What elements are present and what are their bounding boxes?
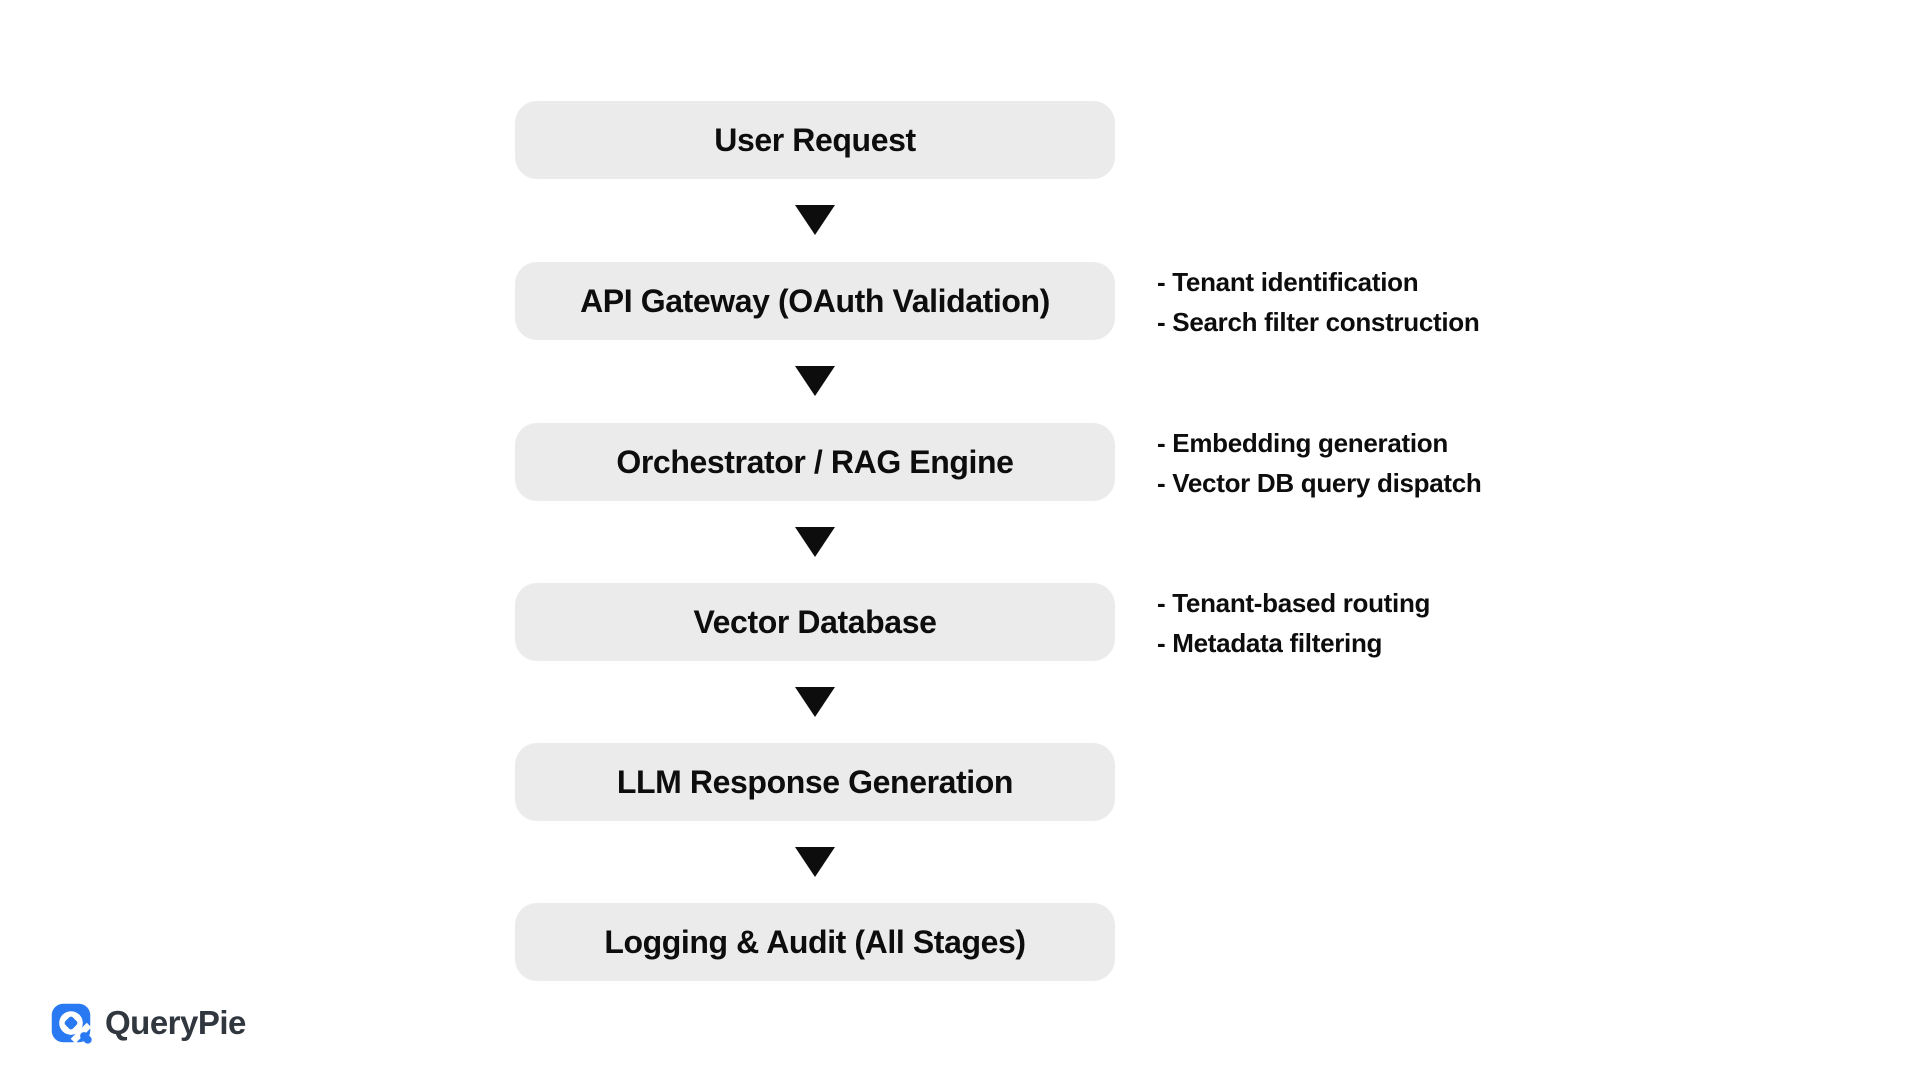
note-tenant-identification: - Tenant identification	[1157, 267, 1419, 297]
down-arrow-icon	[795, 847, 835, 877]
stage-box-user-request: User Request	[515, 101, 1115, 179]
querypie-logo: QueryPie	[50, 1002, 246, 1044]
note-search-filter-construction: - Search filter construction	[1157, 307, 1480, 337]
stage-notes-api-gateway: - Tenant identification - Search filter …	[1157, 262, 1480, 342]
stage-label-orchestrator-rag-engine: Orchestrator / RAG Engine	[616, 443, 1014, 480]
stage-box-logging-audit: Logging & Audit (All Stages)	[515, 903, 1115, 981]
stage-label-llm-response-generation: LLM Response Generation	[616, 763, 1014, 800]
stage-label-api-gateway: API Gateway (OAuth Validation)	[580, 282, 1050, 319]
stage-notes-vector-database: - Tenant-based routing - Metadata filter…	[1157, 583, 1430, 663]
down-arrow-icon	[795, 366, 835, 396]
down-arrow-icon	[795, 527, 835, 557]
note-metadata-filtering: - Metadata filtering	[1157, 628, 1383, 658]
stage-box-vector-database: Vector Database	[515, 583, 1115, 661]
querypie-q-icon	[51, 1003, 92, 1044]
note-embedding-generation: - Embedding generation	[1157, 428, 1448, 458]
down-arrow-icon	[795, 687, 835, 717]
note-tenant-based-routing: - Tenant-based routing	[1157, 588, 1431, 618]
stage-box-llm-response-generation: LLM Response Generation	[515, 743, 1115, 821]
stage-label-user-request: User Request	[714, 121, 916, 158]
note-vector-db-query-dispatch: - Vector DB query dispatch	[1157, 468, 1482, 498]
querypie-logo-text: QueryPie	[105, 1004, 246, 1041]
stage-label-logging-audit: Logging & Audit (All Stages)	[604, 923, 1026, 960]
stage-box-api-gateway: API Gateway (OAuth Validation)	[515, 262, 1115, 340]
down-arrow-icon	[795, 205, 835, 235]
stage-label-vector-database: Vector Database	[693, 603, 937, 640]
stage-notes-orchestrator: - Embedding generation - Vector DB query…	[1157, 423, 1482, 503]
stage-box-orchestrator-rag-engine: Orchestrator / RAG Engine	[515, 423, 1115, 501]
